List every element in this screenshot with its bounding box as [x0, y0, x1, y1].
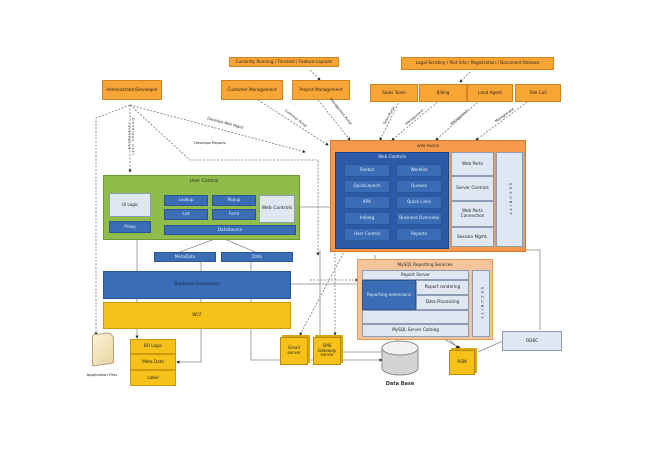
- edge-odbc-rsm: [477, 339, 506, 353]
- business-connector: Business Connector: [103, 271, 291, 299]
- legal-box: Legal Scrutiny / Plot Info / Registratio…: [401, 57, 554, 70]
- uc-list: List: [164, 209, 208, 220]
- web-parts: Web Parts: [451, 152, 494, 176]
- web-pages-container: WEB PAGES Web Controls Toolbar Worklist …: [330, 140, 526, 252]
- uc-web-controls: Web Controls: [259, 195, 295, 223]
- data-processing: Data Processing: [416, 295, 469, 310]
- report-server: Report Server: [362, 270, 469, 280]
- wc-infoleg: Infoleg: [344, 212, 390, 225]
- meta-data: Meta Data: [130, 354, 176, 370]
- uc-form: Form: [212, 209, 256, 220]
- status-box: Currently Running / Finished / Feature L…: [229, 57, 339, 67]
- ui-logic: UI Logic: [109, 193, 151, 217]
- edge-admin-reports: [129, 104, 320, 256]
- edge-tele-web: [475, 99, 531, 141]
- database-icon: [381, 340, 419, 376]
- wc-quicklaunch: QuickLaunch: [344, 180, 390, 193]
- application-files-icon: [92, 331, 114, 367]
- reporting-services-container: MySQL Reporting Services Report Server R…: [357, 259, 493, 340]
- customer-management-box: Customer Management: [221, 80, 283, 100]
- edge-admin-webpages: [129, 104, 306, 153]
- wc-worklist: Worklist: [396, 164, 442, 177]
- uc-popup: Popup: [212, 195, 256, 206]
- edge-status-project: [309, 69, 321, 81]
- wcf-box: WCF: [103, 302, 291, 329]
- uc-datasource: DataSource: [164, 225, 296, 235]
- edge-label-develops-ui: Develops user interfaces: [127, 118, 135, 156]
- uc-lookup: Lookup: [164, 195, 208, 206]
- wc-toolbar: Toolbar: [344, 164, 390, 177]
- sms-gateway-server-icon: SMS Gateway server: [313, 337, 341, 365]
- mysql-server-catalog: MySQL Server Catalog: [362, 324, 469, 337]
- land-agent-box: Land Agent: [467, 84, 513, 102]
- web-security: SECURITY: [496, 152, 523, 247]
- proxy: Proxy: [109, 221, 151, 233]
- wc-business-overview: Business Overview: [396, 212, 442, 225]
- tele-call-box: Tele Call: [515, 84, 561, 102]
- email-server-icon: Email server: [280, 337, 308, 365]
- edge-project-web: [317, 99, 351, 141]
- session-mgmt: Session Mgmt.: [451, 227, 494, 247]
- edge-admin-appfiles: [94, 104, 131, 336]
- application-files-label: Application Files: [86, 371, 118, 377]
- reporting-extensions: Reporting extensions: [362, 280, 416, 310]
- data-box: Data: [221, 252, 293, 262]
- project-management-box: Project Management: [292, 80, 350, 100]
- bo-logic: BO Logic: [130, 339, 176, 354]
- web-parts-connection: Web Parts Connection: [451, 201, 494, 227]
- sales-team-box: Sales Team: [370, 84, 418, 102]
- wc-user-control: User Control: [344, 228, 390, 241]
- wc-queues: Queues: [396, 180, 442, 193]
- wc-kpa: KPA: [344, 196, 390, 209]
- billing-box: Billing: [419, 84, 467, 102]
- admin-developer-box: Administrator/Developer: [102, 80, 162, 100]
- wc-reports: Reports: [396, 228, 442, 241]
- report-rendering: Report rendering: [416, 280, 469, 295]
- server-controls: Server Controls: [451, 176, 494, 201]
- edge-web-email: [299, 249, 346, 336]
- edge-label-develops-reports: Develops Reports: [194, 141, 226, 146]
- edge-web-odbc: [520, 249, 541, 330]
- user-control-container: User Control UI Logic Proxy Lookup Popup…: [103, 175, 300, 240]
- edge-legal-billing: [459, 71, 471, 83]
- wc-quick-links: Quick Links: [396, 196, 442, 209]
- web-controls-panel: Web Controls Toolbar Worklist QuickLaunc…: [335, 152, 449, 249]
- edge-land-web: [435, 99, 481, 141]
- user-control-title: User Control: [189, 179, 219, 185]
- label-box: Label: [130, 370, 176, 386]
- edge-sales-web: [379, 99, 401, 141]
- web-pages-title: WEB PAGES: [416, 142, 440, 148]
- reporting-blank-row: [362, 310, 469, 324]
- database-label: Data Base: [385, 381, 415, 388]
- reporting-security: SECURITY: [472, 270, 490, 337]
- web-controls-title: Web Controls: [378, 154, 406, 160]
- metadata-box: MetaData: [154, 252, 216, 262]
- reporting-title: MySQL Reporting Services: [397, 261, 453, 267]
- rsm-icon: RSM: [449, 350, 475, 375]
- odbc-box: ODBC: [502, 331, 562, 351]
